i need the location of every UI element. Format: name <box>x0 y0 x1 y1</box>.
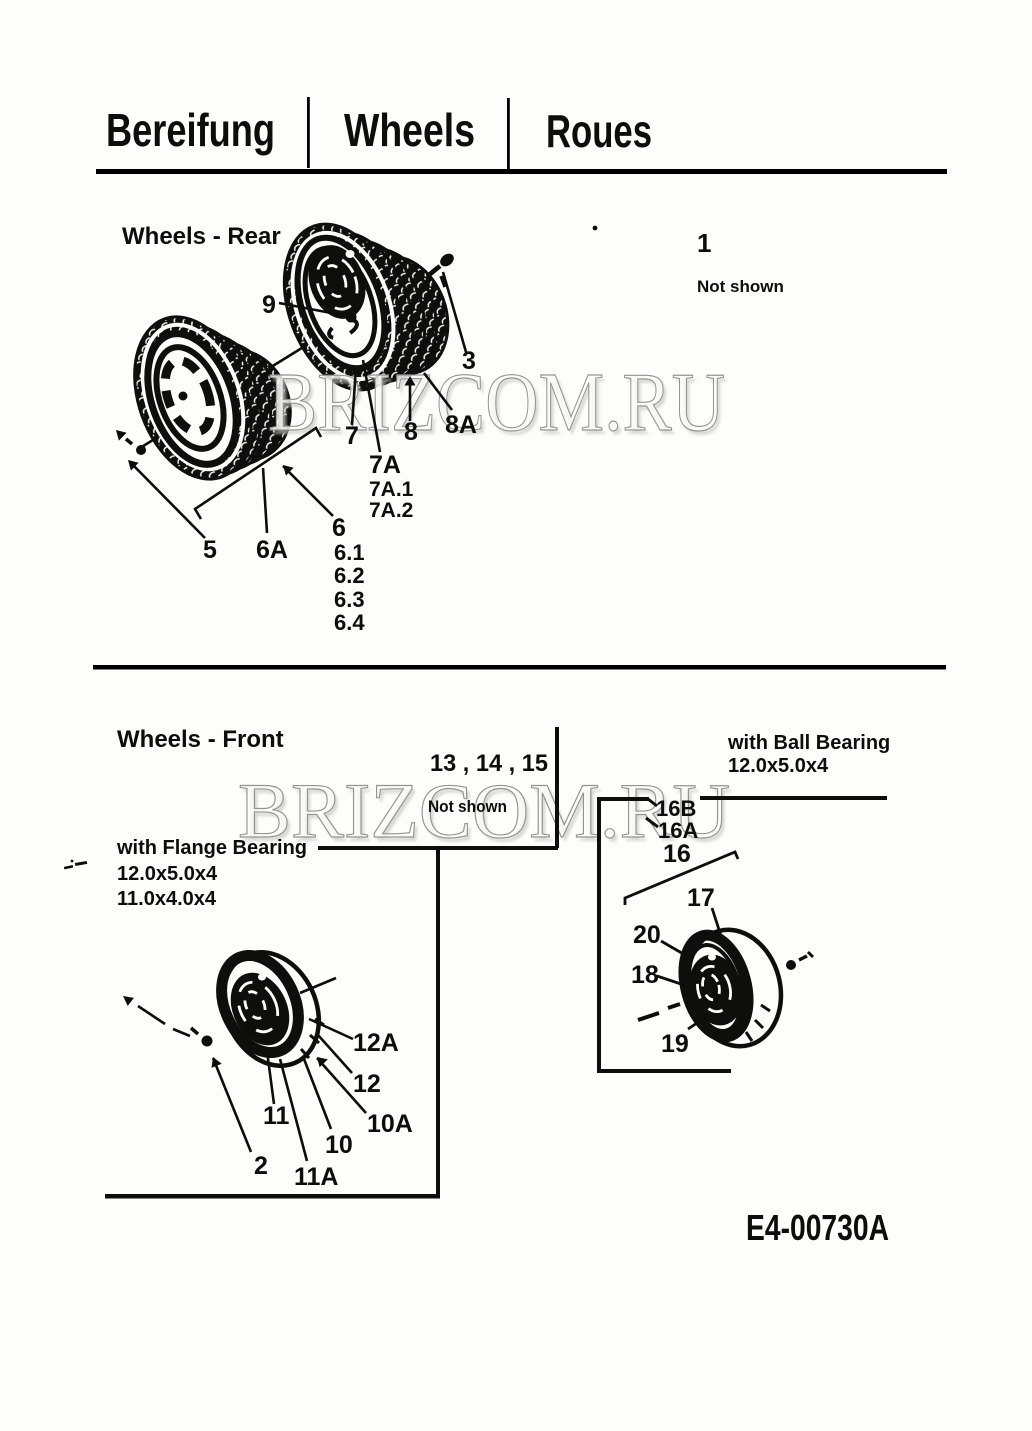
svg-text:12A: 12A <box>353 1029 399 1057</box>
svg-text:Not shown: Not shown <box>697 277 784 296</box>
svg-text:BRIZCOM.RU: BRIZCOM.RU <box>268 356 725 449</box>
svg-text:BRIZCOM.RU: BRIZCOM.RU <box>241 771 733 858</box>
svg-text:12.0x5.0x4: 12.0x5.0x4 <box>728 755 829 777</box>
svg-text:with Ball Bearing: with Ball Bearing <box>727 732 890 754</box>
svg-text:11A: 11A <box>294 1163 338 1191</box>
svg-text:6.3: 6.3 <box>334 587 365 612</box>
svg-text:Wheels: Wheels <box>344 104 475 156</box>
svg-text:BRIZCOM.RU: BRIZCOM.RU <box>238 767 730 854</box>
svg-text:7A.2: 7A.2 <box>369 499 413 522</box>
svg-text:6.4: 6.4 <box>334 610 365 635</box>
svg-text:16A: 16A <box>658 818 698 843</box>
svg-text:Wheels - Rear: Wheels - Rear <box>122 223 281 250</box>
svg-text:1: 1 <box>697 228 711 258</box>
svg-text:18: 18 <box>631 961 659 989</box>
svg-text:9: 9 <box>262 291 276 319</box>
svg-text:11: 11 <box>263 1102 290 1130</box>
svg-text:6.2: 6.2 <box>334 563 365 588</box>
svg-text:16: 16 <box>663 840 691 868</box>
svg-text:6: 6 <box>332 514 346 542</box>
svg-text:Wheels - Front: Wheels - Front <box>117 726 284 753</box>
svg-text:2: 2 <box>254 1152 268 1180</box>
svg-text:16B: 16B <box>656 796 696 821</box>
svg-text:20: 20 <box>633 921 661 949</box>
svg-text:E4-00730A: E4-00730A <box>746 1207 889 1248</box>
svg-text:10: 10 <box>325 1131 353 1159</box>
svg-text:7: 7 <box>345 422 359 450</box>
svg-text:Not shown: Not shown <box>428 797 507 816</box>
svg-text:19: 19 <box>661 1030 689 1058</box>
svg-text:7A.1: 7A.1 <box>369 478 414 501</box>
svg-text:3: 3 <box>462 347 476 375</box>
svg-text:8: 8 <box>404 418 418 446</box>
svg-text:6A: 6A <box>256 536 288 564</box>
svg-text:12.0x5.0x4: 12.0x5.0x4 <box>117 863 218 885</box>
svg-text:17: 17 <box>687 884 715 912</box>
svg-text:12: 12 <box>353 1070 381 1098</box>
svg-text:6.1: 6.1 <box>334 540 365 565</box>
svg-text:with Flange Bearing: with Flange Bearing <box>116 837 307 859</box>
svg-text:10A: 10A <box>367 1110 413 1138</box>
svg-text:11.0x4.0x4: 11.0x4.0x4 <box>117 888 217 910</box>
svg-text:Roues: Roues <box>546 105 652 157</box>
svg-text:13 , 14 , 15: 13 , 14 , 15 <box>430 750 548 777</box>
svg-text:8A: 8A <box>445 411 477 439</box>
svg-text:BRIZCOM.RU: BRIZCOM.RU <box>271 360 728 453</box>
svg-text:Bereifung: Bereifung <box>106 104 275 156</box>
svg-text:7A: 7A <box>369 451 401 479</box>
svg-text:5: 5 <box>203 536 217 564</box>
